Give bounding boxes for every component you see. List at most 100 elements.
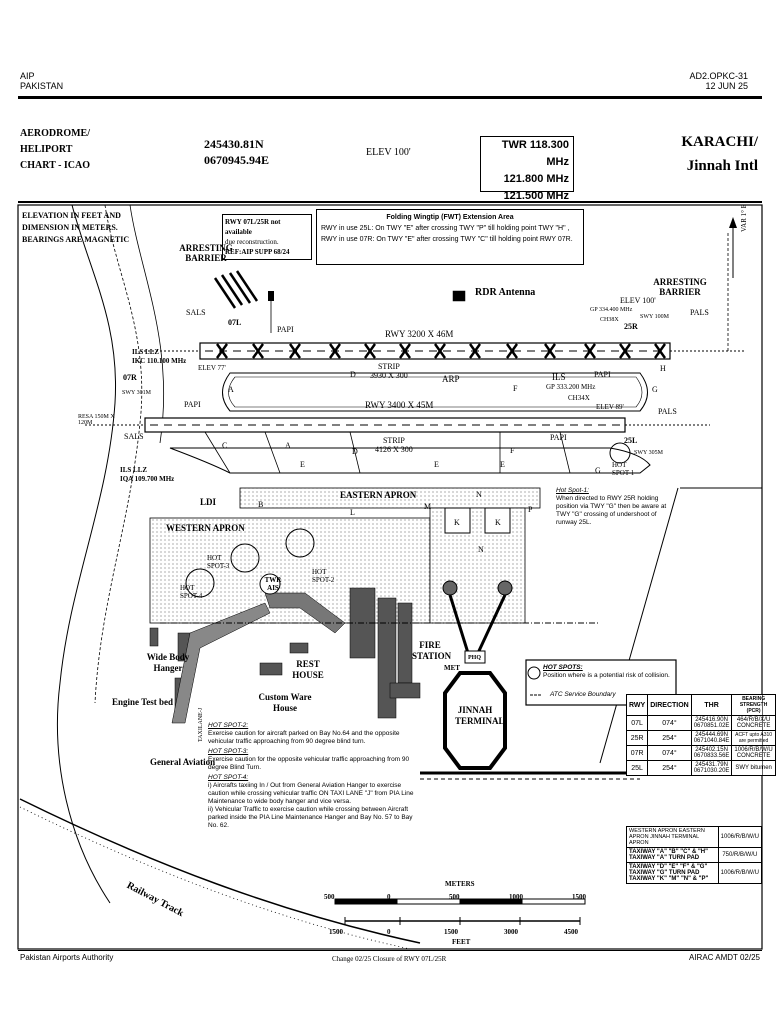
wide-body-hangar-label: Wide Body Hanger <box>146 652 190 673</box>
chart-type-line2: HELIPORT <box>20 144 73 155</box>
rest-house-label: REST HOUSE <box>292 659 324 680</box>
taxiway-letter-c: C <box>222 441 228 450</box>
scale-feet-tick: 4500 <box>564 928 578 936</box>
header-rule <box>18 96 762 99</box>
taxiway-letter-a: A <box>228 385 234 394</box>
footer-left: Pakistan Airports Authority <box>20 953 114 962</box>
atc-boundary-legend: ATC Service Boundary <box>550 691 616 698</box>
twr-freq-1: TWR 118.300 MHz <box>501 139 569 168</box>
magnetic-variation: VAR 1° E <box>740 204 748 232</box>
closure-x-mark <box>288 343 302 359</box>
rwy-25r-label: 25R <box>624 322 638 331</box>
twr-frequency-box: TWR 118.300 MHz 121.800 MHz 121.500 MHz <box>480 136 574 202</box>
table-cell: 1006/R/B/W/U CONCRETE <box>731 745 776 761</box>
closure-x-mark <box>543 343 557 359</box>
ils-llz-bottom-freq: IQA 109.700 MHz <box>120 475 175 483</box>
table-cell: 254° <box>647 760 692 776</box>
rwy-07l-25r-dims: RWY 3200 X 46M <box>385 329 454 339</box>
runway-07r-25l <box>144 417 626 433</box>
elev-77-label: ELEV 77' <box>198 364 226 372</box>
taxilane-j <box>171 602 271 724</box>
pals-bottom-label: PALS <box>658 407 677 416</box>
hot-spot-2-note-title: HOT SPOT-2: <box>208 722 249 729</box>
met-label: MET <box>444 664 460 672</box>
engine-test-bed-label: Engine Test bed <box>112 697 174 707</box>
scale-feet-label: FEET <box>452 938 471 946</box>
hot-spot-4-label: HOT SPOT-4 <box>180 584 203 600</box>
th-direction: DIRECTION <box>647 694 692 716</box>
twy-group-1-line1: TAXIWAY "A" "B" "C" & "H" <box>629 849 708 855</box>
elevation-note-line3: BEARINGS ARE MAGNETIC <box>22 235 130 244</box>
taxiway-letter-b: B <box>258 500 264 509</box>
hot-spot-1-marker <box>609 442 631 464</box>
scale-feet-tick: 1500 <box>444 928 458 936</box>
pavement-table: WESTERN APRON EASTERN APRON JINNAH TERMI… <box>626 826 763 884</box>
hot-spot-4-marker <box>185 568 215 598</box>
ils-gp-label: ILS <box>552 372 566 382</box>
taxiway-letter-f: F <box>513 384 518 393</box>
rwy-closure-line1: RWY 07L/25R not available <box>225 218 281 236</box>
terminal-apron <box>429 507 526 624</box>
taxiway-letter-h: H <box>660 364 666 373</box>
ils-llz-top: ILS LLZ IKC 110.100 MHz <box>132 348 186 366</box>
twr-freq-3: 121.500 MHz <box>503 190 569 202</box>
scale-meter-tick: 1500 <box>572 893 586 901</box>
hot-spot-2-label: HOT SPOT-2 <box>312 568 335 584</box>
apron-label: WESTERN APRON EASTERN APRON JINNAH TERMI… <box>626 826 719 848</box>
taxiway-letter-m: M <box>424 502 432 511</box>
control-tower <box>259 573 281 595</box>
rwy-07l-label: 07L <box>228 318 242 327</box>
scale-meters-label: METERS <box>445 880 475 888</box>
header-left: AIP PAKISTAN <box>20 71 63 91</box>
arp-lat: 245430.81N <box>204 137 264 151</box>
hot-spot-3-note-text: Exercise caution for the opposite vehicu… <box>208 756 410 771</box>
eastern-apron-label: EASTERN APRON <box>340 490 417 500</box>
footer-rule <box>18 950 762 951</box>
twr-ais-label: TWR AIS <box>264 576 282 592</box>
taxiway-letter-a: A <box>285 441 291 450</box>
hot-spot-1-label: HOT SPOT-1 <box>612 461 635 477</box>
taxiway-letter-l: L <box>350 508 355 517</box>
rwy-07r-25l-dims: RWY 3400 X 45M <box>365 400 434 410</box>
phq-label: PHQ <box>468 655 481 661</box>
table-cell: ACFT upto A310 are permitted <box>731 730 776 746</box>
arresting-barrier-east: ARRESTING BARRIER <box>653 277 707 297</box>
apron-pcr: 1006/R/B/W/U <box>717 826 763 848</box>
closure-x-mark <box>468 343 482 359</box>
closure-x-mark <box>215 343 229 359</box>
strip-bottom-dims: 4126 X 300 <box>375 445 413 454</box>
closure-x-mark <box>618 343 632 359</box>
scale-meter-tick: 1000 <box>509 893 523 901</box>
western-apron-label: WESTERN APRON <box>166 523 245 533</box>
taxiway-letter-e: E <box>500 460 505 469</box>
jinnah-terminal-label: JINNAH TERMINAL <box>455 705 505 726</box>
ils-llz-bottom: ILS LLZ IQA 109.700 MHz <box>120 466 174 484</box>
runway-table: RWY DIRECTION THR BEARING STRENGTH (PCR)… <box>625 694 776 776</box>
swy-west-label: SWY 301M <box>122 390 151 396</box>
scale-feet-tick: 3000 <box>504 928 518 936</box>
hot-spot-1-note-text: When directed to RWY 25R holding positio… <box>556 495 667 526</box>
ils-llz-bottom-title: ILS LLZ <box>120 466 148 474</box>
ch38x-label: CH38X <box>600 317 619 323</box>
header-right: AD2.OPKC-31 12 JUN 25 <box>689 71 748 91</box>
table-cell: 25L <box>625 760 649 776</box>
papi-label-4: PAPI <box>550 433 567 442</box>
header-country: PAKISTAN <box>20 81 64 91</box>
arp-coords: 245430.81N 0670945.94E <box>204 136 269 168</box>
taxiway-letter-f: F <box>510 446 515 455</box>
twr-freq-2: 121.800 MHz <box>503 173 569 185</box>
twy-group-2-line2: TAXIWAY "G" TURN PAD <box>629 870 700 876</box>
fwt-line1: RWY in use 25L: On TWY "E" after crossin… <box>321 225 570 232</box>
fwt-line2: RWY in use 07R: On TWY "E" after crossin… <box>321 236 573 243</box>
elevation-note-line1: ELEVATION IN FEET AND <box>22 211 121 220</box>
boundary-fence <box>94 204 143 704</box>
taxiway-letter-n: N <box>478 545 484 554</box>
aerodrome-elevation: ELEV 100' <box>366 147 411 158</box>
hot-spot-1-note: Hot Spot-1: When directed to RWY 25R hol… <box>556 487 676 527</box>
header-aip: AIP <box>20 71 35 81</box>
table-cell: 245416.90N 0670851.02E <box>690 715 733 731</box>
hot-spot-2-marker <box>285 528 315 558</box>
railway-line <box>19 798 421 944</box>
swy-east-bottom-label: SWY 305M <box>634 450 663 456</box>
table-cell: 464/R/B/X/U CONCRETE <box>731 715 776 731</box>
